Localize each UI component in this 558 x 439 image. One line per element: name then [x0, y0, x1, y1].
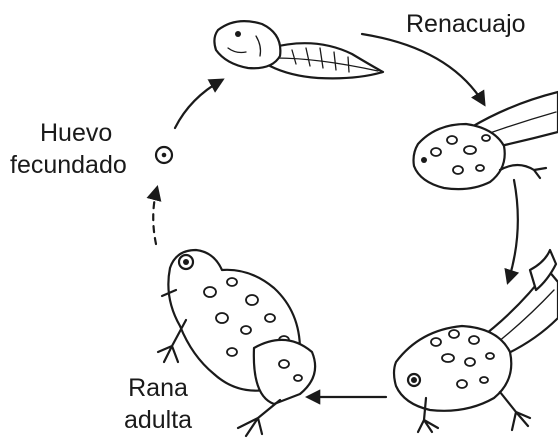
arrow-egg-to-hatchling — [173, 78, 225, 130]
label-tadpole: Renacuajo — [406, 10, 526, 38]
label-egg-line2: fecundado — [10, 151, 127, 179]
adult-frog — [156, 248, 317, 438]
arrow-adult-to-egg-dashed — [146, 185, 162, 246]
arrow-tadpole-to-legs — [504, 178, 520, 285]
froglet-with-tail — [392, 248, 558, 434]
label-adult-line2: adulta — [123, 406, 193, 434]
label-adult-line1: Rana — [128, 374, 188, 402]
arrow-hatchling-to-tadpole — [360, 32, 486, 107]
tadpole-with-legs — [412, 90, 558, 191]
hatchling-tadpole — [213, 19, 385, 80]
fertilized-egg — [154, 145, 174, 165]
label-egg-line1: Huevo — [40, 119, 113, 147]
cycle-arrows — [146, 32, 520, 405]
